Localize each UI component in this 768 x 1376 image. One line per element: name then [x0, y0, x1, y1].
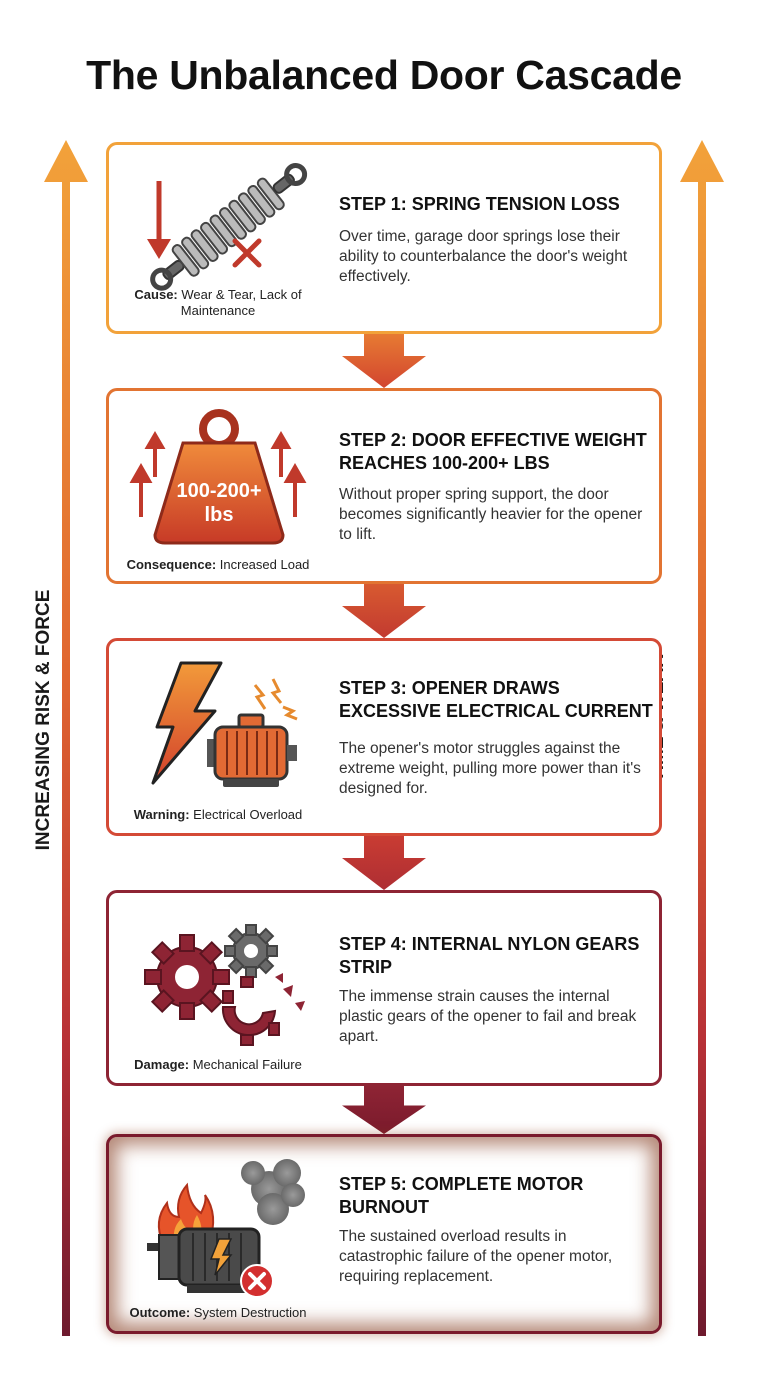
step-caption: Warning: Electrical Overload [133, 807, 303, 822]
step-description: The opener's motor struggles against the… [339, 740, 641, 797]
step-title: STEP 1: SPRING TENSION LOSS [339, 194, 620, 214]
step-title: STEP 5: COMPLETE MOTOR BURNOUT [339, 1174, 584, 1217]
flow-arrow [342, 836, 426, 890]
svg-text:lbs: lbs [205, 504, 234, 526]
flow-arrow [342, 584, 426, 638]
broken-gears-icon [144, 924, 305, 1046]
step-title: STEP 2: DOOR EFFECTIVE WEIGHT REACHES 10… [339, 430, 647, 473]
step-description: Without proper spring support, the door … [339, 486, 643, 543]
step-card-2: 100-200+ lbs Consequence: Increased Load… [106, 388, 662, 584]
risk-label: INCREASING RISK & FORCE [33, 589, 54, 851]
step-description: The immense strain causes the internal p… [339, 988, 637, 1045]
time-arrow [680, 140, 724, 1336]
weight-icon: 100-200+ lbs [129, 409, 307, 545]
spring-icon [147, 163, 308, 291]
step-card-5: Outcome: System Destruction STEP 5: COMP… [106, 1134, 662, 1334]
risk-arrow [44, 140, 88, 1336]
step-caption: Damage: Mechanical Failure [134, 1057, 302, 1072]
step-card-4: Damage: Mechanical Failure STEP 4: INTER… [106, 890, 662, 1086]
step-caption: Cause: Wear & Tear, Lack of Maintenance [134, 287, 302, 318]
step-description: Over time, garage door springs lose thei… [339, 228, 628, 285]
svg-text:100-200+: 100-200+ [176, 480, 261, 502]
page-title: The Unbalanced Door Cascade [86, 52, 682, 98]
step-title: STEP 4: INTERNAL NYLON GEARS STRIP [339, 934, 640, 977]
step-description: The sustained overload results in catast… [339, 1228, 613, 1285]
burning-motor-icon [147, 1159, 305, 1298]
step-caption: Consequence: Increased Load [126, 557, 310, 572]
step-card-1: Cause: Wear & Tear, Lack of Maintenance … [106, 142, 662, 334]
step-card-3: Warning: Electrical Overload STEP 3: OPE… [106, 638, 662, 836]
motor-lightning-icon [151, 661, 298, 787]
step-caption: Outcome: System Destruction [129, 1305, 307, 1320]
step-title: STEP 3: OPENER DRAWS EXCESSIVE ELECTRICA… [339, 678, 653, 721]
flow-arrow [342, 334, 426, 388]
flow-arrow [342, 1086, 426, 1134]
